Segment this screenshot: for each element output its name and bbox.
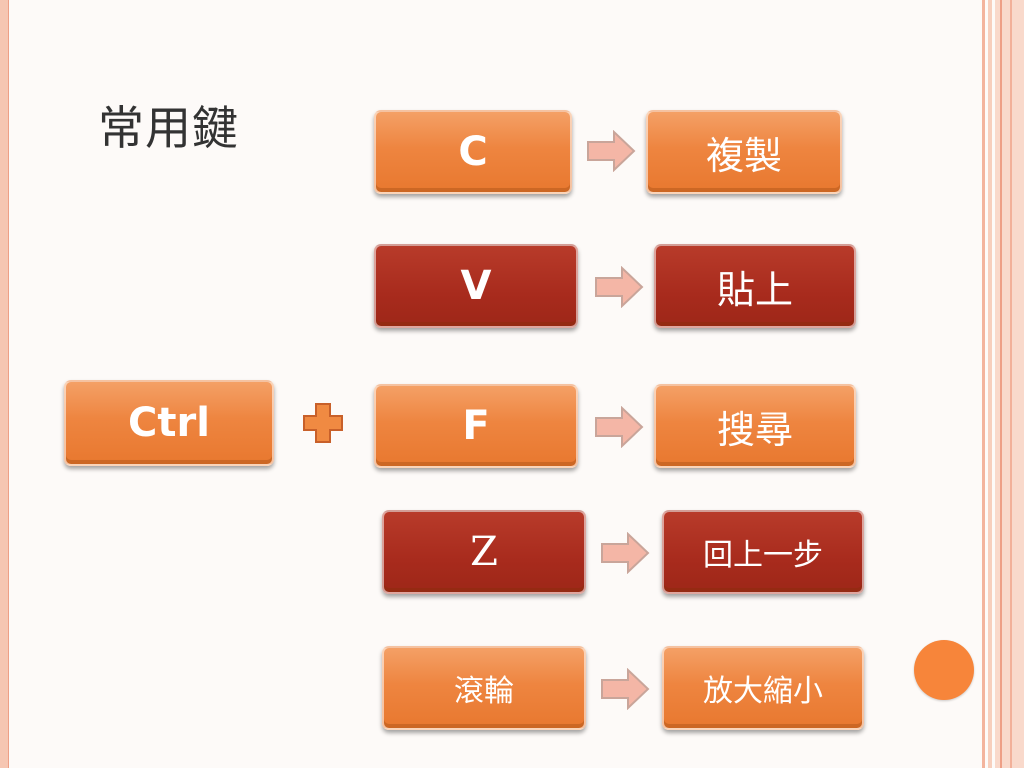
- right-decoration-line-1: [982, 0, 985, 768]
- right-decoration-line-3: [1000, 0, 1002, 768]
- key-scroll-wheel-label: 滾輪: [454, 674, 514, 709]
- action-undo-label: 回上一步: [703, 538, 823, 573]
- key-z: Z: [382, 510, 586, 594]
- action-undo: 回上一步: [662, 510, 864, 594]
- arrow-right-icon: [595, 266, 644, 308]
- key-c-label: C: [458, 129, 488, 175]
- key-v-label: V: [460, 263, 492, 309]
- right-decoration-band: [995, 0, 1024, 768]
- arrow-right-icon: [587, 130, 636, 172]
- left-decoration-stripe: [0, 0, 9, 768]
- arrow-right-icon: [595, 406, 644, 448]
- arrow-right-icon: [601, 532, 650, 574]
- key-scroll-wheel: 滾輪: [382, 646, 586, 730]
- ctrl-key: Ctrl: [64, 380, 274, 466]
- action-zoom: 放大縮小: [662, 646, 864, 730]
- action-search: 搜尋: [654, 384, 856, 468]
- action-copy: 複製: [646, 110, 842, 194]
- key-f-label: F: [462, 403, 490, 449]
- arrow-right-icon: [601, 668, 650, 710]
- plus-icon: [303, 403, 343, 443]
- right-decoration-line-2: [988, 0, 992, 768]
- key-f: F: [374, 384, 578, 468]
- ctrl-key-label: Ctrl: [128, 400, 210, 446]
- accent-circle: [914, 640, 974, 700]
- slide-title: 常用鍵: [98, 101, 239, 155]
- key-v: V: [374, 244, 578, 328]
- action-paste-label: 貼上: [716, 267, 793, 312]
- action-zoom-label: 放大縮小: [703, 674, 823, 709]
- action-paste: 貼上: [654, 244, 856, 328]
- action-copy-label: 複製: [705, 133, 782, 178]
- key-c: C: [374, 110, 572, 194]
- right-decoration-line-4: [1010, 0, 1012, 768]
- action-search-label: 搜尋: [716, 407, 793, 452]
- key-z-label: Z: [470, 529, 498, 575]
